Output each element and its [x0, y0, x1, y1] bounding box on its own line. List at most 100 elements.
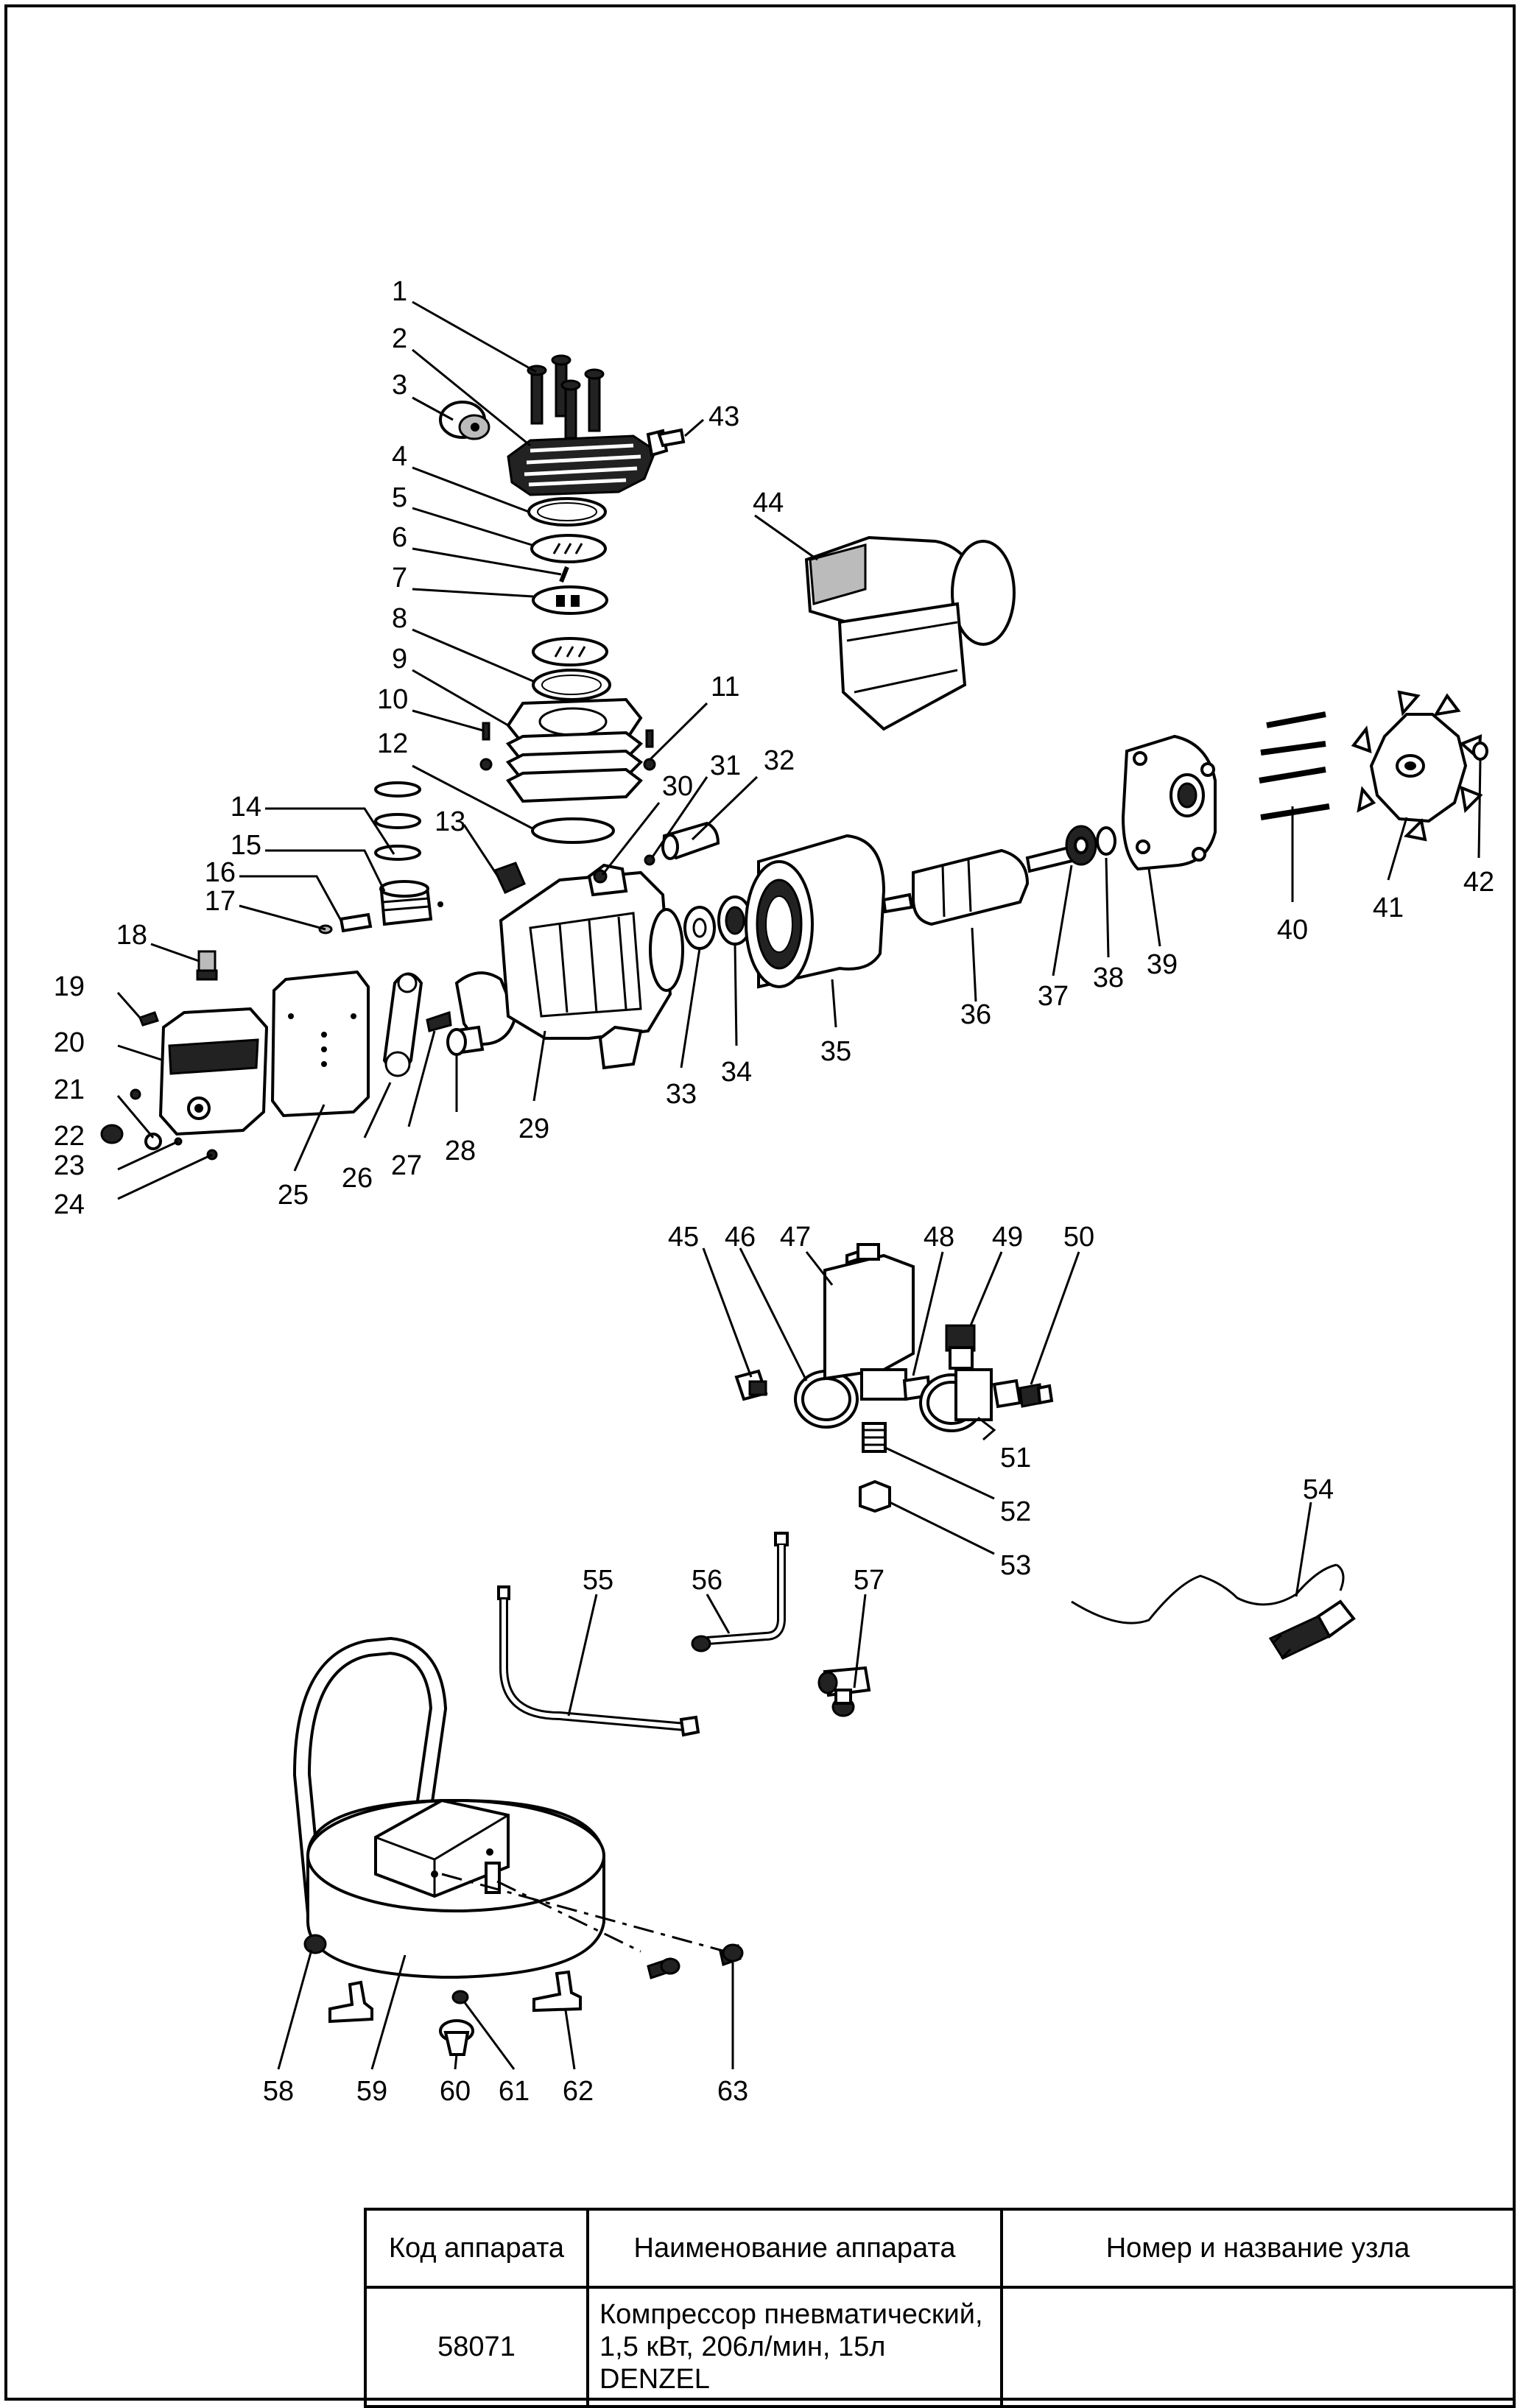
part-label: 36 — [960, 999, 991, 1030]
part-labels: 1 2 3 4 5 6 7 8 9 10 11 12 13 14 15 16 1… — [54, 276, 1494, 2107]
part-label: 48 — [924, 1222, 954, 1253]
crank-bolt — [426, 1010, 452, 1032]
circlip — [1472, 742, 1488, 761]
part-label: 8 — [392, 603, 407, 634]
leader-lines — [116, 300, 1482, 2070]
header-code: Код аппарата — [364, 2208, 589, 2289]
part-label: 59 — [356, 2076, 387, 2107]
part-label: 28 — [445, 1136, 476, 1166]
part-label: 44 — [753, 487, 784, 518]
part-label: 16 — [205, 857, 236, 888]
part-label: 54 — [1303, 1474, 1334, 1505]
part-label: 10 — [377, 684, 408, 715]
part-label: 17 — [205, 886, 236, 917]
part-label: 30 — [662, 771, 693, 802]
part-label: 41 — [1373, 893, 1404, 923]
part-label: 9 — [392, 644, 407, 675]
head-bolts — [527, 354, 605, 440]
part-label: 19 — [54, 971, 85, 1002]
apparatus-name-line: 1,5 кВт, 206л/мин, 15л — [599, 2331, 886, 2362]
connecting-rod — [382, 972, 423, 1077]
nut-53 — [859, 1479, 891, 1513]
spec-table-row: 58071 Компрессор пневматический, 1,5 кВт… — [364, 2286, 1516, 2408]
tank-feet — [303, 1934, 582, 2056]
check-valve-57 — [817, 1666, 871, 1717]
part-label: 57 — [854, 1565, 884, 1596]
pressure-switch-assembly — [734, 1243, 1054, 1432]
part-label: 11 — [711, 672, 739, 703]
tie-rods — [1259, 711, 1330, 820]
header-name: Наименование аппарата — [586, 2208, 1003, 2289]
part-label: 26 — [342, 1163, 373, 1194]
apparatus-name-line: DENZEL — [599, 2364, 710, 2395]
part-label: 47 — [780, 1222, 811, 1253]
valve-plate-gaskets — [527, 497, 611, 701]
part-label: 37 — [1038, 981, 1069, 1012]
part-label: 58 — [263, 2076, 294, 2107]
part-label: 5 — [392, 482, 407, 513]
part-label: 50 — [1063, 1222, 1094, 1253]
receiver-tank — [306, 1798, 726, 1979]
spec-table-header-row: Код аппарата Наименование аппарата Номер… — [364, 2208, 1516, 2289]
nipple-52 — [862, 1422, 887, 1453]
breather-18 — [196, 950, 218, 981]
part-label: 13 — [435, 806, 465, 837]
part-label: 51 — [1000, 1443, 1031, 1474]
part-label: 29 — [518, 1113, 549, 1144]
part-label: 55 — [583, 1565, 613, 1596]
hose-55 — [497, 1585, 700, 1737]
part-label: 1 — [392, 276, 407, 307]
elbow-fitting — [646, 428, 686, 457]
capacitor — [661, 821, 720, 860]
part-label: 14 — [231, 792, 261, 823]
part-label: 20 — [54, 1027, 85, 1058]
node-cell — [1000, 2286, 1516, 2408]
part-label: 18 — [116, 920, 147, 951]
part-label: 2 — [392, 323, 407, 354]
piston — [379, 880, 443, 926]
part-label: 32 — [764, 745, 795, 776]
part-label: 43 — [708, 401, 739, 432]
part-label: 15 — [231, 830, 261, 861]
part-label: 6 — [392, 522, 407, 553]
part-label: 3 — [392, 370, 407, 401]
part-label: 49 — [992, 1222, 1023, 1253]
piston-rings — [374, 781, 421, 861]
motor-end-cover — [1121, 734, 1217, 871]
part-label: 23 — [54, 1150, 85, 1181]
part-label: 31 — [710, 750, 741, 781]
part-label: 7 — [392, 563, 407, 594]
part-label: 40 — [1277, 915, 1308, 946]
apparatus-code: 58071 — [364, 2286, 589, 2408]
part-label: 46 — [725, 1222, 756, 1253]
part-label: 45 — [668, 1222, 699, 1253]
part-label: 62 — [563, 2076, 594, 2107]
apparatus-name: Компрессор пневматический, 1,5 кВт, 206л… — [586, 2286, 1003, 2408]
part-label: 21 — [54, 1074, 85, 1105]
part-label: 12 — [377, 728, 408, 759]
part-label: 4 — [392, 441, 407, 472]
part-label: 42 — [1463, 867, 1494, 898]
bearing-washers — [683, 895, 753, 950]
header-node: Номер и название узла — [1000, 2208, 1516, 2289]
part-label: 60 — [440, 2076, 471, 2107]
crankcase — [499, 863, 684, 1070]
part-label: 22 — [54, 1121, 85, 1152]
side-cover — [158, 1007, 269, 1136]
gasket-plate — [270, 970, 370, 1118]
air-filter — [439, 401, 490, 440]
tank-handle — [292, 1636, 448, 1931]
part-label: 24 — [54, 1189, 85, 1220]
piston-pin — [318, 912, 373, 934]
pipe-56 — [691, 1532, 789, 1652]
part-label: 35 — [820, 1036, 851, 1067]
part-label: 52 — [1000, 1496, 1031, 1527]
spec-table: Код аппарата Наименование аппарата Номер… — [364, 2208, 1516, 2408]
power-cord — [1071, 1563, 1356, 1660]
part-label: 38 — [1093, 962, 1124, 993]
part-label: 56 — [692, 1565, 722, 1596]
rotor — [882, 845, 1077, 926]
part-label: 27 — [391, 1150, 422, 1181]
part-label: 61 — [499, 2076, 530, 2107]
